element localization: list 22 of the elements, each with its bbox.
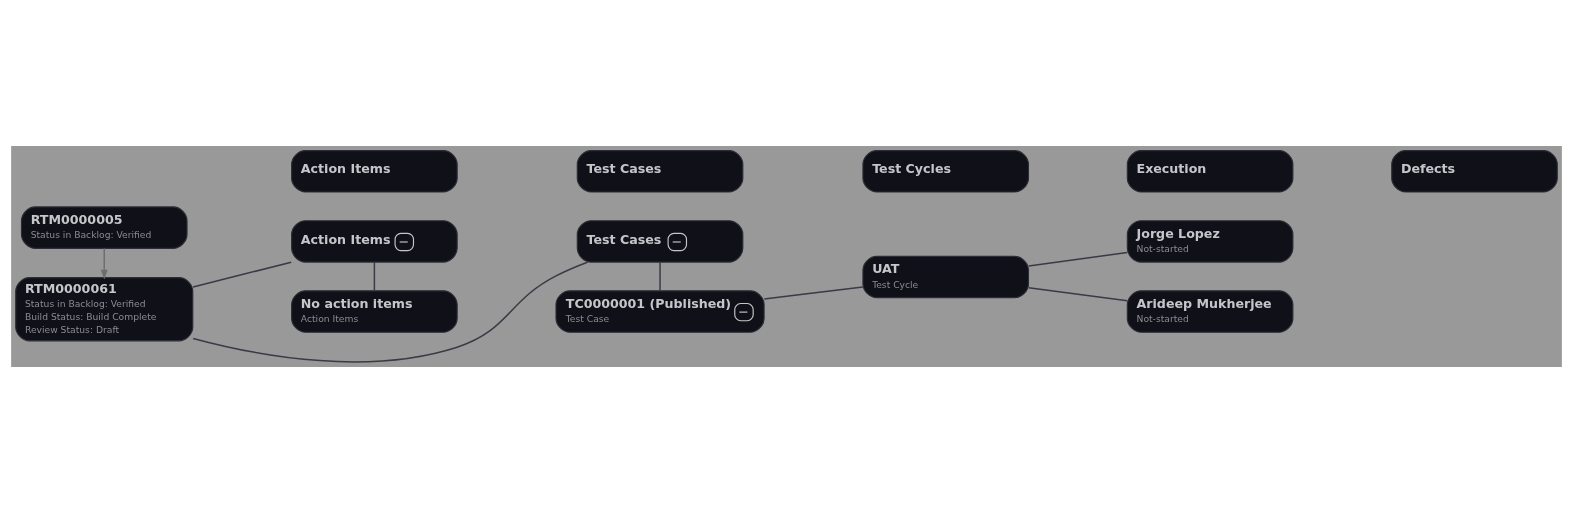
node-box: Execution — [1126, 150, 1294, 193]
connector — [192, 261, 292, 288]
node-box: Defects — [1391, 150, 1558, 193]
connector — [373, 261, 376, 292]
node-box: UAT Test Cycle — [862, 255, 1030, 299]
node-box: No action items Action Items — [291, 290, 458, 333]
node-box: Jorge Lopez Not-started — [1126, 220, 1294, 263]
node-box: Test Cycles — [862, 150, 1030, 193]
node-box: Test Cases — [576, 220, 744, 263]
connector — [659, 261, 661, 292]
node-box: TC0000001 (Published) Test Case — [555, 290, 765, 333]
connector — [1027, 287, 1129, 302]
node-box: RTM0000061 Status in Backlog: Verified Build Status: Build Complete Review Status: Draft — [15, 277, 194, 342]
node-box: Arideep Mukherjee Not-started — [1126, 290, 1294, 333]
connector — [1027, 251, 1129, 267]
node-box: RTM0000005 Status in Backlog: Verified — [20, 206, 188, 249]
connector — [192, 261, 589, 363]
connector — [763, 286, 864, 300]
arrow — [100, 247, 108, 280]
node-box: Action Items — [291, 220, 458, 263]
node-box: Test Cases — [576, 150, 744, 193]
node-box: Action Items — [291, 150, 458, 193]
